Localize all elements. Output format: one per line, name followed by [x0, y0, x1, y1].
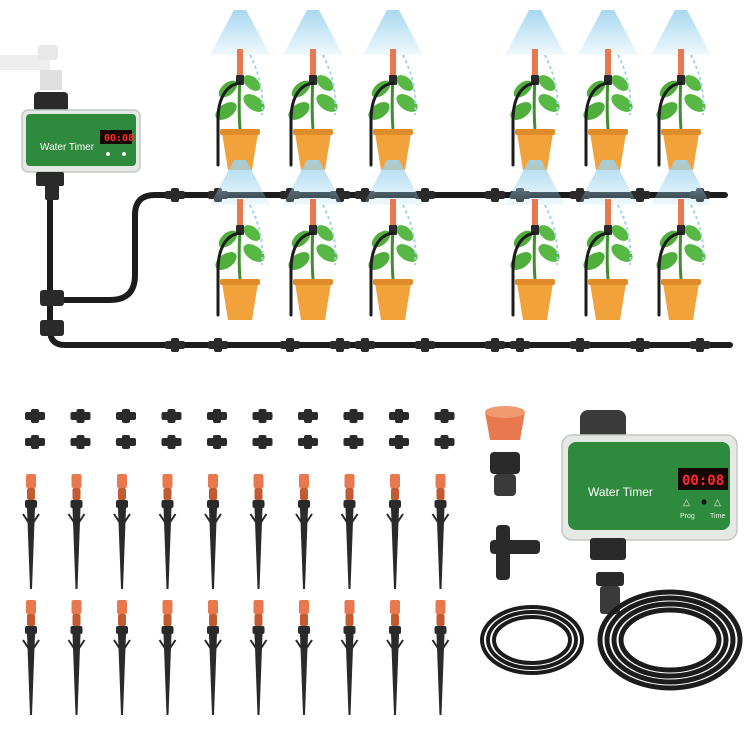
- drip-stake: [204, 599, 222, 716]
- hose-coil-large: [597, 589, 743, 691]
- plant-top-4: [503, 8, 567, 172]
- hose-connector-bottom-10: [630, 338, 650, 352]
- drip-stake: [158, 599, 177, 716]
- end-cap: [485, 406, 525, 440]
- drip-stake: [22, 473, 40, 590]
- drip-stake: [158, 473, 177, 590]
- connector-small: [434, 409, 455, 423]
- connector-small: [252, 409, 273, 423]
- drip-stake: [67, 599, 86, 716]
- plant-top-5: [576, 8, 640, 172]
- faucet-adapter: [490, 452, 520, 496]
- timer-small-display: 00:08: [104, 133, 134, 144]
- connector-small: [298, 409, 318, 423]
- connector-small: [25, 435, 45, 449]
- timer-small-label: Water Timer: [40, 142, 95, 153]
- plant-bottom-6: [649, 158, 713, 322]
- hose-connector-bottom-11: [690, 338, 710, 352]
- svg-text:△: △: [683, 497, 690, 507]
- connector-small: [25, 409, 45, 423]
- timer-large-button-left: Prog: [680, 513, 695, 520]
- hose-connector-bottom-3: [280, 338, 300, 352]
- drip-stake: [22, 599, 40, 716]
- connector-small: [389, 409, 409, 423]
- connector-small: [389, 435, 409, 449]
- connector-small: [252, 435, 273, 449]
- svg-text:△: △: [714, 497, 721, 507]
- hose-connector-bottom-6: [415, 338, 435, 352]
- drip-stake: [431, 599, 450, 716]
- plant-top-1: [208, 8, 272, 172]
- plant-top-3: [361, 8, 425, 172]
- hose-connector-top-7: [485, 188, 505, 202]
- timer-large-display: 00:08: [682, 473, 724, 489]
- water-timer-small: Water Timer 00:08: [21, 92, 141, 186]
- water-timer-large: Water Timer 00:08 △ △ Prog Time: [561, 410, 738, 560]
- drip-stake: [340, 599, 359, 716]
- tee-connector: [490, 525, 540, 580]
- connector-small: [298, 435, 318, 449]
- timer-large-label: Water Timer: [588, 485, 653, 499]
- plant-bottom-1: [208, 158, 272, 322]
- drip-stake: [204, 473, 222, 590]
- connector-small: [343, 435, 364, 449]
- drip-stake: [67, 473, 86, 590]
- hose-connector-top-1: [165, 188, 185, 202]
- drip-stake: [340, 473, 359, 590]
- connector-small: [70, 409, 91, 423]
- drip-stake: [431, 473, 450, 590]
- connector-small: [343, 409, 364, 423]
- hose-connector-bottom-5: [355, 338, 375, 352]
- connector-small: [207, 409, 227, 423]
- timer-large-button-right: Time: [710, 513, 725, 520]
- connector-small: [116, 409, 136, 423]
- connector-small: [161, 409, 182, 423]
- connector-small: [116, 435, 136, 449]
- hose-adapter: [596, 572, 624, 614]
- drip-stake: [113, 599, 131, 716]
- drip-stake: [249, 599, 268, 716]
- drip-stake: [386, 599, 404, 716]
- drip-stake: [113, 473, 131, 590]
- drip-stake: [386, 473, 404, 590]
- drip-stake: [249, 473, 268, 590]
- connector-small: [161, 435, 182, 449]
- hose-connector-bottom-7: [485, 338, 505, 352]
- connector-small: [70, 435, 91, 449]
- plant-bottom-5: [576, 158, 640, 322]
- plant-top-2: [281, 8, 345, 172]
- plant-bottom-2: [281, 158, 345, 322]
- plant-bottom-3: [361, 158, 425, 322]
- drip-stake: [295, 473, 313, 590]
- plant-top-6: [649, 8, 713, 172]
- hose-connector-bottom-4: [330, 338, 350, 352]
- hose-coil-small: [480, 605, 584, 675]
- drip-stake: [295, 599, 313, 716]
- connector-small: [434, 435, 455, 449]
- hose-connector-bottom-9: [570, 338, 590, 352]
- hose-connector-bottom-2: [208, 338, 228, 352]
- connector-small: [207, 435, 227, 449]
- hose-connector-bottom-8: [510, 338, 530, 352]
- hose-connector-bottom-1: [165, 338, 185, 352]
- plant-bottom-4: [503, 158, 567, 322]
